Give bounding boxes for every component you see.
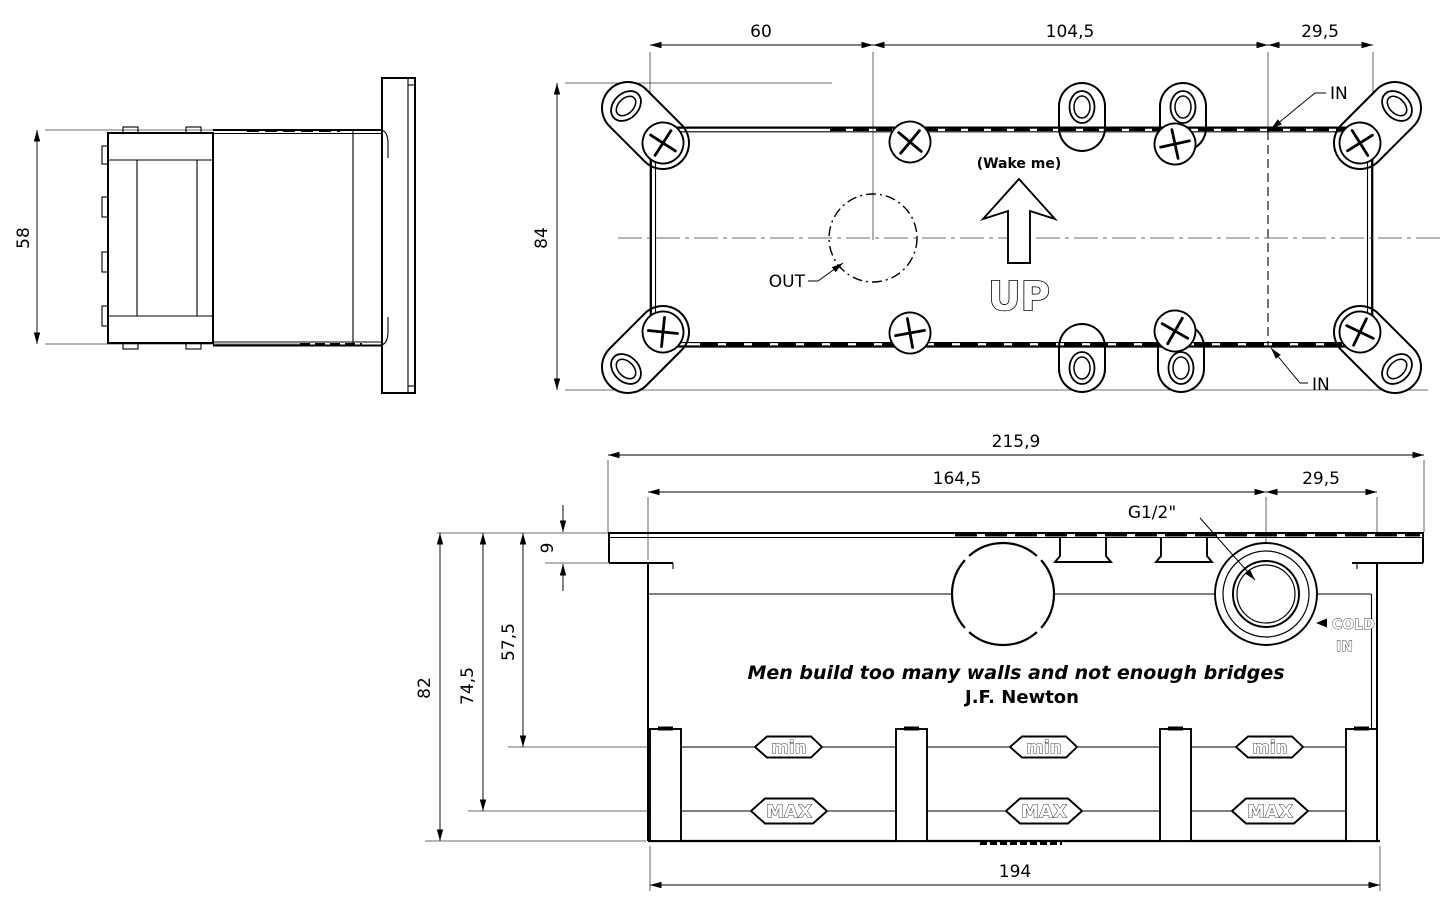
up-label: UP [988, 274, 1050, 320]
max-badge: MAX [1004, 797, 1084, 825]
wake-me-label: (Wake me) [977, 156, 1062, 172]
flange-clip [1052, 538, 1114, 563]
side-view: 58 [14, 77, 416, 394]
dim-60: 60 [750, 22, 772, 42]
function-hole [950, 541, 1056, 647]
min-badge: min [753, 735, 824, 759]
dim-58: 58 [14, 227, 34, 249]
cold-arrow-icon [1316, 618, 1327, 628]
front-view-width-dims: 215,9 164,5 29,5 194 [608, 432, 1424, 889]
out-label: OUT [769, 272, 806, 292]
up-arrow-icon [979, 177, 1059, 264]
cold-inlet-rings [1214, 542, 1318, 646]
front-view-depth-dims: 9 57,5 74,5 82 [415, 505, 567, 841]
max-label: MAX [1021, 802, 1067, 823]
top-view: 60 104,5 29,5 84 [532, 22, 1442, 395]
dim-194: 194 [999, 862, 1031, 882]
top-view-dim-chain: 60 104,5 29,5 [650, 22, 1373, 49]
min-label: min [1026, 738, 1062, 758]
quote-author: J.F. Newton [963, 687, 1079, 708]
in-label-bottom-group: IN [1270, 347, 1330, 395]
dim-57-5: 57,5 [499, 623, 519, 661]
screws [641, 120, 1382, 355]
quote-text: Men build too many walls and not enough … [747, 662, 1284, 684]
flange-clip [1153, 538, 1215, 563]
in-label-top: IN [1330, 84, 1348, 104]
cold-in-label-group: COLD IN [1316, 617, 1375, 655]
cold-in-label: IN [1336, 639, 1353, 655]
depth-scale: min min min MAX MAX MAX [649, 726, 1378, 842]
up-marking: (Wake me) UP [977, 156, 1062, 321]
in-label-top-group: IN [1270, 84, 1348, 130]
tab-holes [610, 90, 1413, 385]
min-badge: min [1008, 735, 1079, 759]
dim-82: 82 [415, 677, 435, 699]
max-badge: MAX [1230, 797, 1310, 825]
dim-104-5: 104,5 [1046, 22, 1095, 42]
top-view-dim-84: 84 [532, 83, 561, 390]
side-view-dim-58: 58 [14, 129, 310, 345]
max-label: MAX [1247, 802, 1293, 823]
min-badge: min [1234, 735, 1305, 759]
thread-label-group: G1/2" [1128, 503, 1256, 581]
max-badge: MAX [749, 797, 829, 825]
dim-215-9: 215,9 [992, 432, 1041, 452]
dim-29-5-top: 29,5 [1301, 22, 1339, 42]
side-view-body [101, 77, 416, 394]
out-label-group: OUT [769, 262, 844, 292]
max-label: MAX [766, 802, 812, 823]
thread-label: G1/2" [1128, 503, 1176, 523]
front-view-flange [608, 532, 1424, 569]
dim-74-5: 74,5 [458, 667, 478, 705]
front-view: 215,9 164,5 29,5 194 9 57,5 74,5 82 [415, 432, 1425, 891]
in-label-bottom: IN [1312, 375, 1330, 395]
dim-9: 9 [538, 543, 558, 554]
min-label: min [771, 738, 807, 758]
min-label: min [1252, 738, 1288, 758]
dim-164-5: 164,5 [933, 469, 982, 489]
cold-label: COLD [1332, 617, 1375, 633]
dim-29-5-front: 29,5 [1302, 469, 1340, 489]
out-hole [828, 193, 918, 283]
dim-84: 84 [532, 227, 552, 249]
top-view-body [649, 126, 1374, 348]
